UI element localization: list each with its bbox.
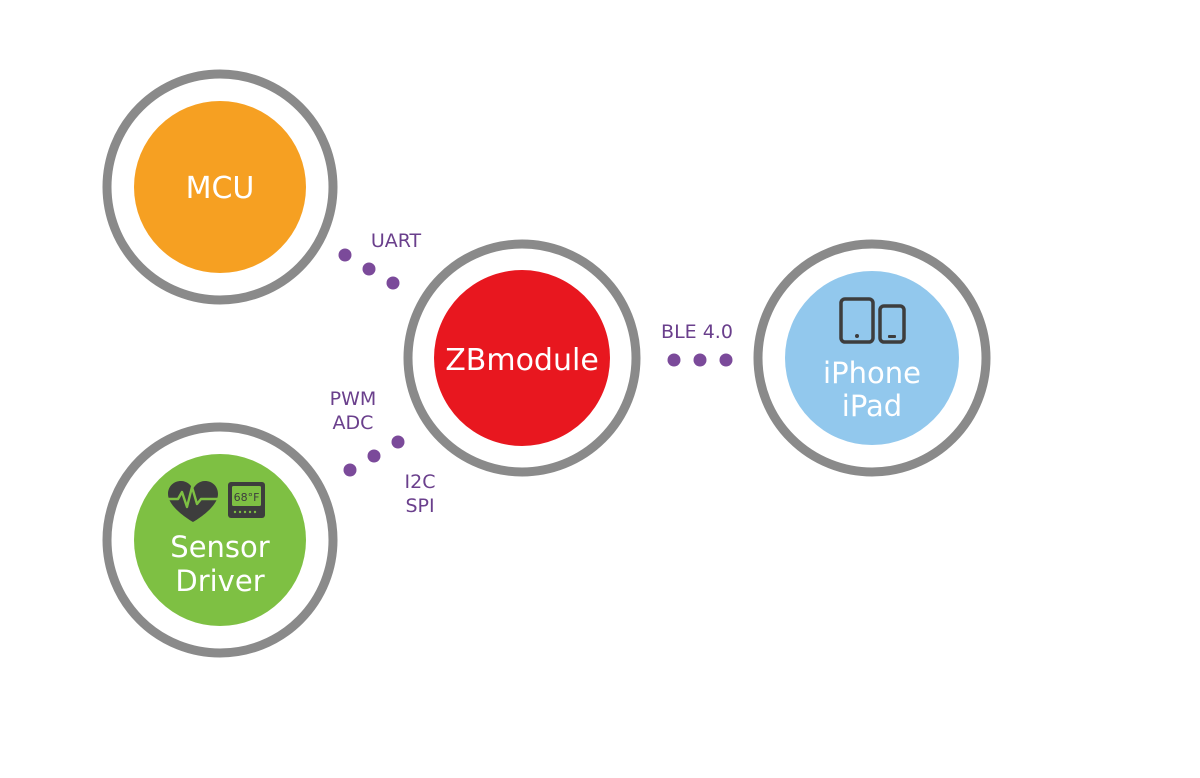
- heart-pulse-icon: [166, 481, 220, 522]
- node-sensor-driver: 68°F Sensor Driver: [102, 422, 338, 658]
- mcu-circle: [134, 101, 306, 273]
- connector-dot: [338, 248, 352, 262]
- iphone-circle: [785, 271, 959, 445]
- sensor-label-line2: Driver: [175, 564, 264, 598]
- mcu-label: MCU: [186, 171, 255, 206]
- iphone-ring: [753, 239, 991, 477]
- node-zbmodule: ZBmodule: [403, 239, 641, 477]
- pwm-label: PWM: [330, 388, 377, 410]
- connector-dot: [693, 353, 707, 367]
- iphone-label-line1: iPhone: [823, 356, 921, 390]
- adc-label: ADC: [333, 412, 374, 434]
- sensor-label-line1: Sensor: [170, 530, 269, 564]
- spi-label: SPI: [405, 495, 434, 517]
- mcu-ring: [102, 69, 338, 305]
- thermostat-icon: 68°F: [228, 482, 265, 518]
- sensor-ring: [102, 422, 338, 658]
- phone-icon: [878, 304, 906, 344]
- connector-dot: [362, 262, 376, 276]
- zbmodule-label: ZBmodule: [445, 343, 599, 378]
- ble-label: BLE 4.0: [661, 321, 733, 343]
- connector-dot: [667, 353, 681, 367]
- connector-dot: [367, 449, 381, 463]
- zbmodule-ring: [403, 239, 641, 477]
- thermostat-reading: 68°F: [234, 491, 260, 504]
- connector-dot: [391, 435, 405, 449]
- connector-sensor: PWM ADC I2C SPI: [330, 388, 436, 517]
- i2c-label: I2C: [405, 471, 436, 493]
- connector-uart: UART: [338, 230, 422, 290]
- connector-dot: [343, 463, 357, 477]
- connector-dot: [386, 276, 400, 290]
- node-iphone-ipad: iPhone iPad: [753, 239, 991, 477]
- connector-ble: BLE 4.0: [661, 321, 733, 367]
- connector-dot: [719, 353, 733, 367]
- node-mcu: MCU: [102, 69, 338, 305]
- zbmodule-circle: [434, 270, 610, 446]
- iphone-label-line2: iPad: [842, 389, 902, 423]
- tablet-icon: [839, 297, 875, 344]
- uart-label: UART: [371, 230, 422, 252]
